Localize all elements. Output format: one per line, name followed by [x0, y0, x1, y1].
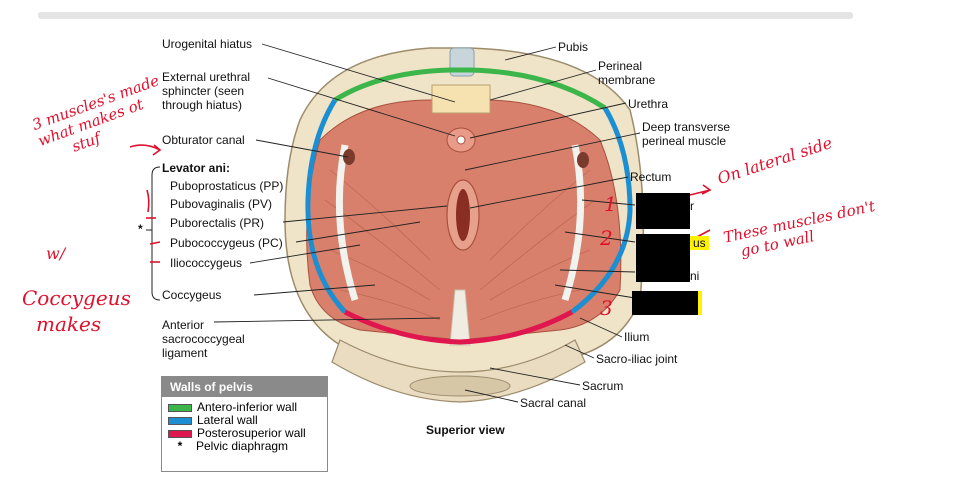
- label-urogenital-hiatus: Urogenital hiatus: [162, 37, 253, 51]
- legend-title: Walls of pelvis: [162, 377, 327, 397]
- redaction-box-1: [636, 193, 690, 229]
- label-sacrum: Sacrum: [582, 379, 624, 393]
- label-rectum: Rectum: [630, 170, 672, 184]
- posterosuperior-wall-line: [343, 309, 574, 345]
- blue-swatch: [168, 416, 192, 425]
- antero-inferior-wall-line: [333, 67, 607, 111]
- redaction-box-2: [636, 234, 690, 282]
- lateral-wall-left-line: [305, 98, 347, 314]
- leader-lines-left: [213, 43, 456, 323]
- perineal-membrane-shape: [431, 84, 491, 114]
- label-urethra: Urethra: [628, 97, 669, 111]
- partial-label-c: ni: [690, 269, 700, 283]
- label-iliococcygeus: Iliococcygeus: [170, 256, 243, 270]
- label-deep-transverse-perineal-muscle: Deep transverse perineal muscle: [642, 120, 731, 148]
- label-coccygeus: Coccygeus: [162, 288, 222, 302]
- redaction-box-3: [632, 291, 698, 315]
- legend-item-posterosuperior: Posterosuperior wall: [168, 427, 327, 440]
- label-ilium: Ilium: [624, 330, 650, 344]
- top-scrollbar: [38, 12, 853, 19]
- obturator-canal-right: [577, 152, 589, 168]
- label-puboprostaticus: Puboprostaticus (PP): [170, 179, 284, 193]
- handwritten-with-note: w/: [46, 244, 66, 263]
- label-levator-ani: Levator ani:: [162, 161, 231, 175]
- legend-item-antero-inferior: Antero-inferior wall: [168, 401, 327, 414]
- handwritten-number-1: 1: [604, 192, 617, 216]
- obturator-canal-left: [343, 149, 355, 165]
- label-pubococcygeus: Pubococcygeus (PC): [170, 236, 283, 250]
- green-swatch: [168, 403, 192, 412]
- handwritten-number-2: 2: [600, 226, 613, 250]
- highlight-mark: [698, 291, 702, 315]
- label-anterior-sacrococcygeal-ligament: Anterior sacrococcygeal ligament: [162, 318, 245, 360]
- red-swatch: [168, 429, 192, 438]
- pelvic-diaphragm-star: *: [138, 222, 143, 236]
- partial-label-a: r: [690, 199, 694, 213]
- view-caption: Superior view: [426, 423, 505, 437]
- sacrum-bone: [331, 339, 586, 403]
- leader-lines-right: [464, 46, 641, 403]
- label-pubovaginalis: Pubovaginalis (PV): [170, 197, 273, 211]
- label-obturator-canal: Obturator canal: [162, 133, 245, 147]
- partial-label-b: us: [690, 236, 709, 250]
- label-pubis: Pubis: [558, 40, 589, 54]
- star-marker: *: [177, 439, 183, 453]
- lateral-wall-right-line: [570, 106, 633, 314]
- tendinous-arch-left: [335, 144, 359, 302]
- legend-item-pelvic-diaphragm: *Pelvic diaphragm: [168, 440, 327, 453]
- levator-ani-bracket: [151, 166, 161, 301]
- label-sacro-iliac-joint: Sacro-iliac joint: [596, 352, 678, 366]
- label-perineal-membrane: Perineal membrane: [598, 59, 656, 87]
- handwritten-coccygeus-note: Coccygeus makes: [22, 286, 131, 336]
- label-sacral-canal: Sacral canal: [520, 396, 587, 410]
- ligament-midline: [449, 289, 471, 346]
- sacral-canal-opening: [409, 375, 511, 397]
- legend-item-lateral: Lateral wall: [168, 414, 327, 427]
- walls-of-pelvis-legend: Walls of pelvis Antero-inferior wall Lat…: [161, 376, 328, 472]
- label-puborectalis: Puborectalis (PR): [170, 216, 265, 230]
- label-external-urethral-sphincter: External urethral sphincter (seen throug…: [162, 70, 251, 112]
- handwritten-number-3: 3: [600, 296, 613, 320]
